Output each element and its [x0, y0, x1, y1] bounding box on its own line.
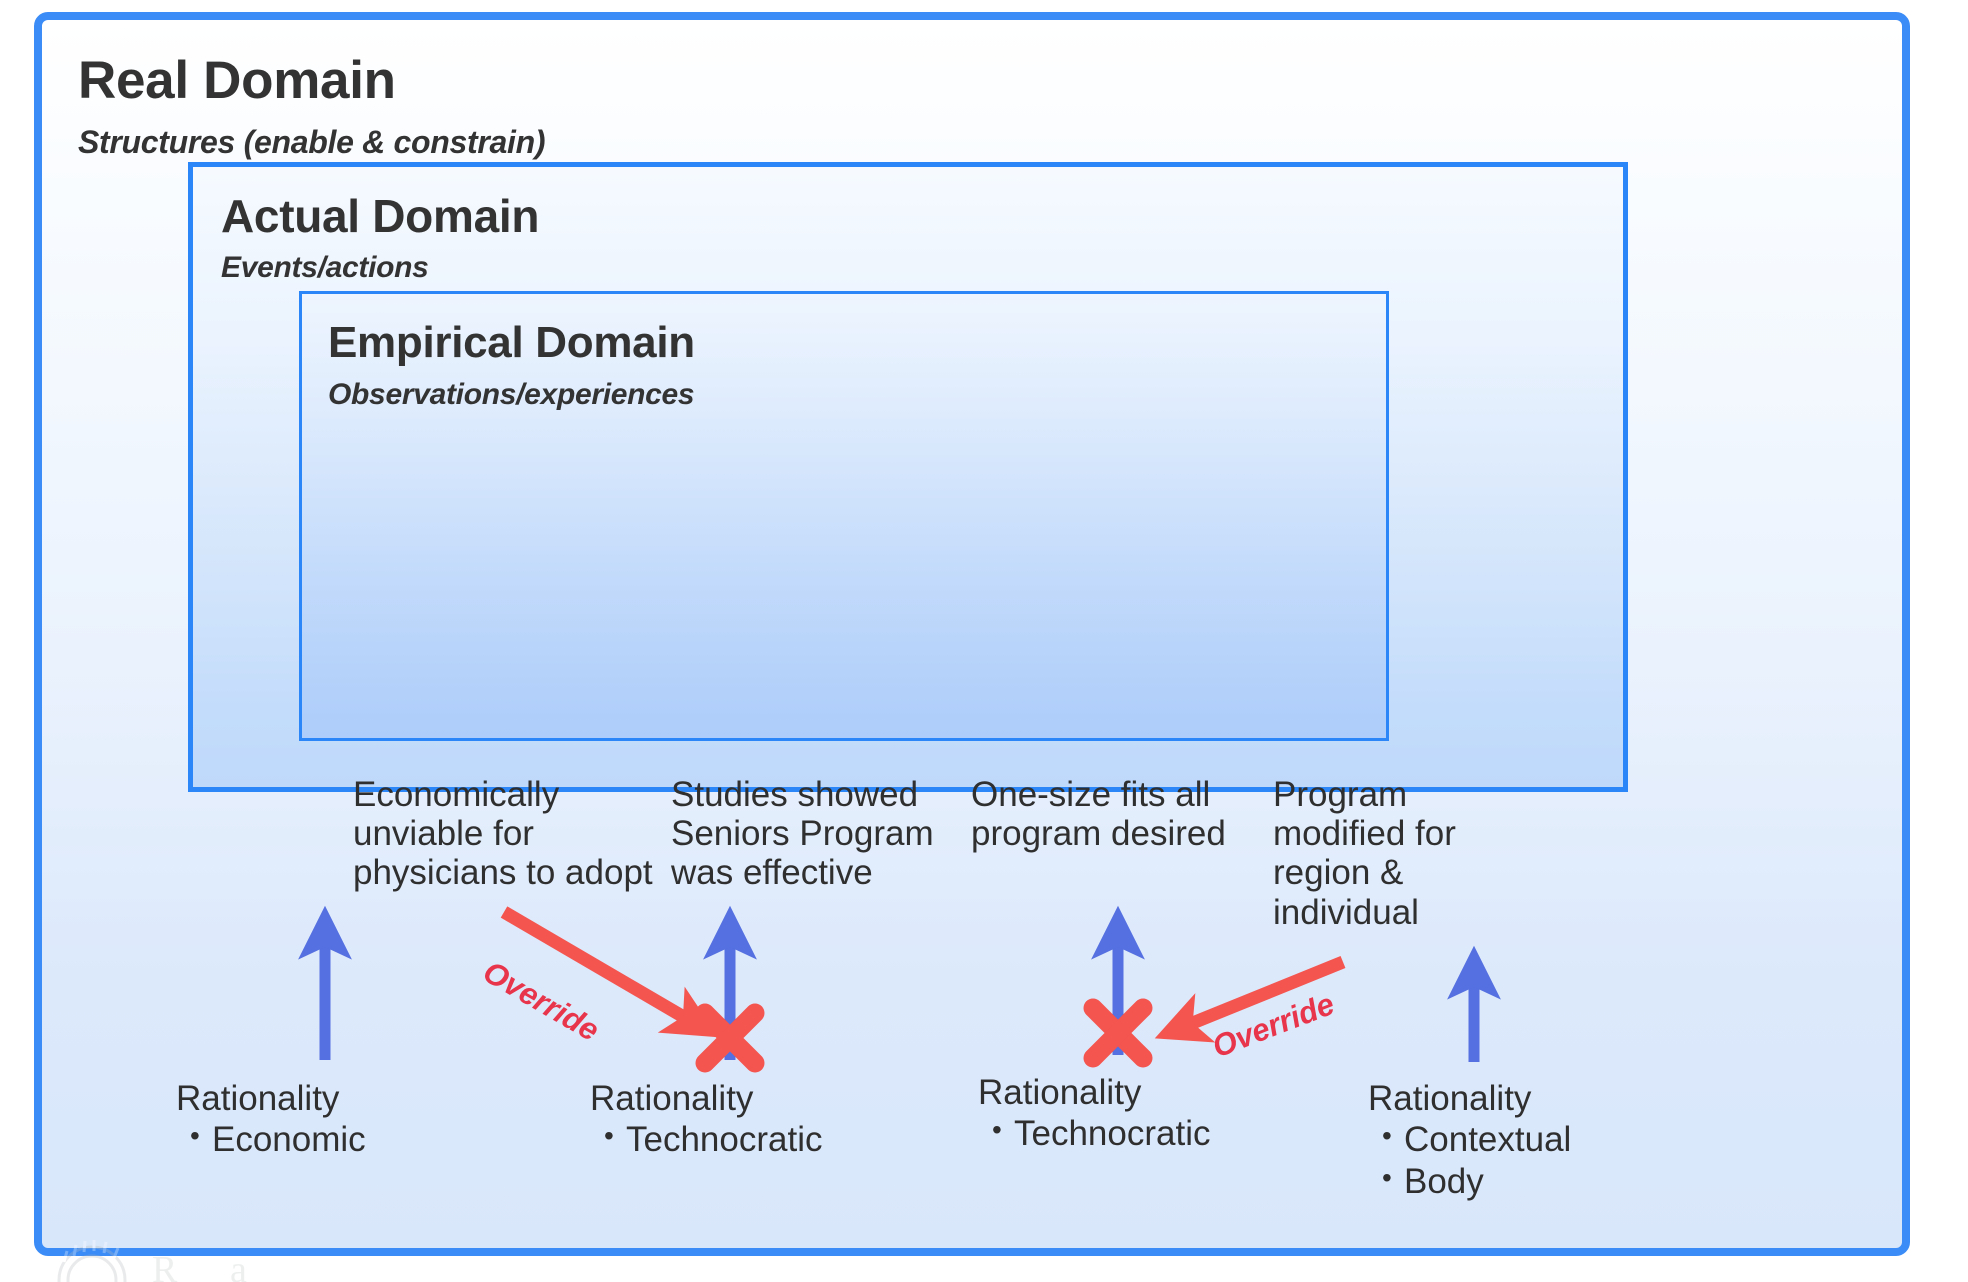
actual-domain-title: Actual Domain: [221, 190, 540, 242]
real-domain-subtitle: Structures (enable & constrain): [78, 124, 546, 160]
rationality-block-technocratic-2: Rationality Technocratic: [978, 1072, 1308, 1155]
rationality-item: Economic: [176, 1119, 506, 1160]
rationality-item: Contextual: [1368, 1119, 1708, 1160]
real-domain-box: Real Domain Structures (enable & constra…: [34, 12, 1910, 1256]
outcome-text-one-size: One-size fits all program desired: [971, 775, 1226, 854]
rationality-item: Technocratic: [590, 1119, 920, 1160]
rationality-list: Technocratic: [978, 1113, 1308, 1154]
rationality-list: Technocratic: [590, 1119, 920, 1160]
watermark-logo: R a: [34, 1236, 334, 1282]
rationality-item: Body: [1368, 1161, 1708, 1202]
empirical-domain-subtitle: Observations/experiences: [328, 378, 695, 411]
outcome-text-modified: Program modified for region & individual: [1273, 775, 1456, 932]
rationality-block-economic: Rationality Economic: [176, 1078, 506, 1161]
rationality-heading: Rationality: [590, 1079, 754, 1118]
outcome-text-economic: Economically unviable for physicians to …: [353, 775, 653, 893]
outcome-text-studies: Studies showed Seniors Program was effec…: [671, 775, 934, 893]
rationality-block-contextual: Rationality Contextual Body: [1368, 1078, 1708, 1202]
rationality-heading: Rationality: [176, 1079, 340, 1118]
rationality-block-technocratic-1: Rationality Technocratic: [590, 1078, 920, 1161]
empirical-domain-box: Empirical Domain Observations/experience…: [299, 291, 1389, 741]
rationality-heading: Rationality: [1368, 1079, 1532, 1118]
rationality-item: Technocratic: [978, 1113, 1308, 1154]
watermark-seal-icon: R a: [57, 1240, 247, 1282]
svg-text:R: R: [152, 1249, 178, 1282]
actual-domain-box: Actual Domain Events/actions Empirical D…: [188, 162, 1628, 932]
real-domain-title: Real Domain: [78, 51, 396, 110]
svg-text:a: a: [230, 1249, 247, 1282]
empirical-domain-title: Empirical Domain: [328, 318, 695, 367]
rationality-list: Contextual Body: [1368, 1119, 1708, 1202]
rationality-heading: Rationality: [978, 1073, 1142, 1112]
rationality-list: Economic: [176, 1119, 506, 1160]
actual-domain-subtitle: Events/actions: [221, 251, 429, 284]
